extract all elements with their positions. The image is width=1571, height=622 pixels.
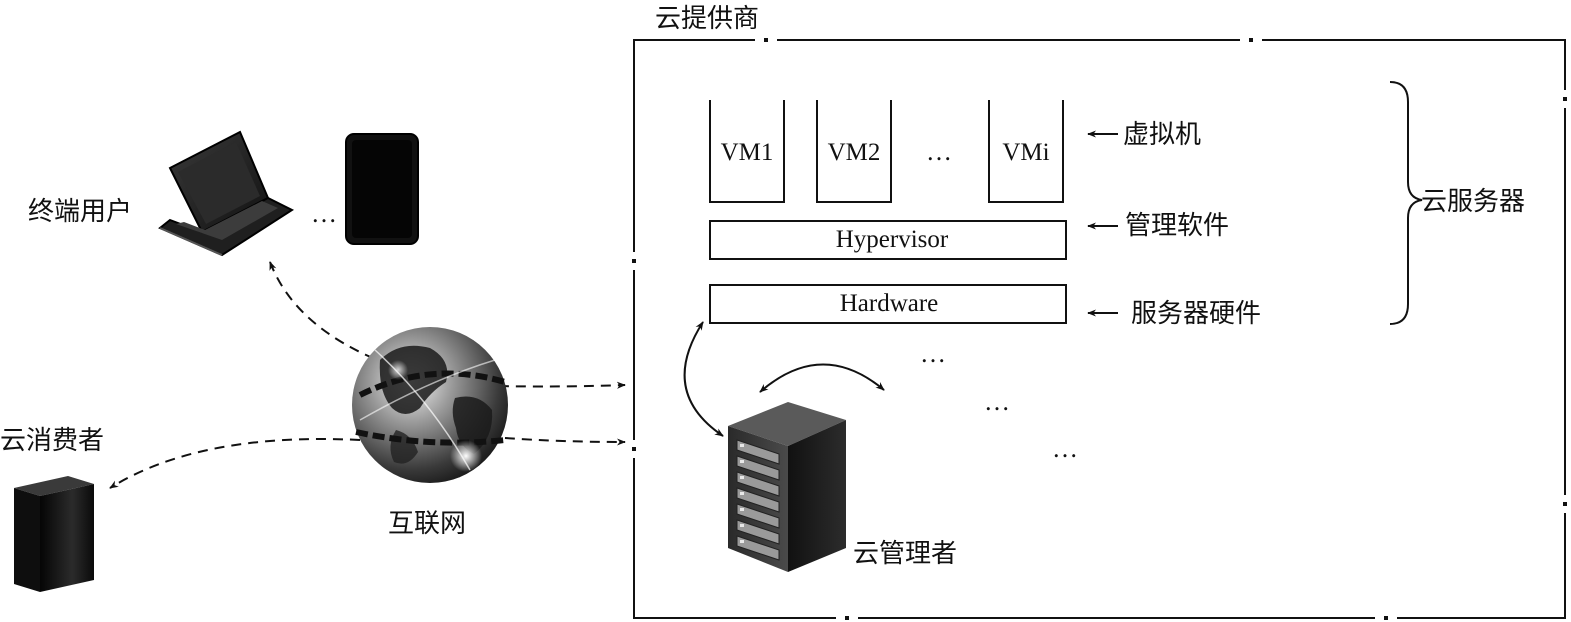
server-ellipsis-3: … (1052, 434, 1080, 463)
consumer-connection (109, 438, 361, 489)
hypervisor-arrow-label: 管理软件 (1125, 211, 1229, 241)
server-rack-icon (728, 402, 846, 572)
vmi-label: VMi (1002, 139, 1049, 166)
device-ellipsis: … (311, 199, 339, 228)
vmi-container (988, 100, 1064, 203)
vm2-container (816, 100, 892, 203)
end-user-connection (269, 261, 421, 376)
manager-server-arrow (759, 363, 885, 393)
hypervisor-box (709, 220, 1067, 260)
pointer-arrows (1087, 130, 1118, 317)
cloud-provider-label: 云提供商 (655, 4, 759, 34)
hardware-label: Hardware (840, 290, 939, 317)
globe-icon (352, 327, 508, 483)
vm1-container (709, 100, 785, 203)
cloud-consumer-label: 云消费者 (0, 426, 104, 456)
vm-ellipsis: … (926, 137, 954, 166)
vm-arrow-label: 虚拟机 (1123, 120, 1201, 150)
cloud-server-brace (1389, 81, 1423, 325)
hypervisor-label: Hypervisor (836, 226, 949, 253)
laptop-icon (158, 130, 295, 257)
cloud-provider-box (630, 36, 1569, 622)
tablet-icon (345, 133, 419, 245)
internet-label: 互联网 (388, 509, 466, 539)
cloud-server-label: 云服务器 (1421, 187, 1525, 217)
manager-hardware-arrow (683, 321, 724, 437)
vm2-label: VM2 (828, 139, 881, 166)
vm-containers (709, 100, 1064, 203)
provider-lower-connection (504, 437, 626, 446)
consumer-server-icon (14, 476, 94, 592)
server-ellipsis-2: … (984, 387, 1012, 416)
end-user-label: 终端用户 (28, 197, 132, 227)
vm1-label: VM1 (721, 139, 774, 166)
cloud-manager-label: 云管理者 (853, 539, 957, 569)
hardware-box (709, 284, 1067, 324)
hardware-arrow-label: 服务器硬件 (1131, 299, 1261, 329)
server-ellipsis-1: … (920, 339, 948, 368)
